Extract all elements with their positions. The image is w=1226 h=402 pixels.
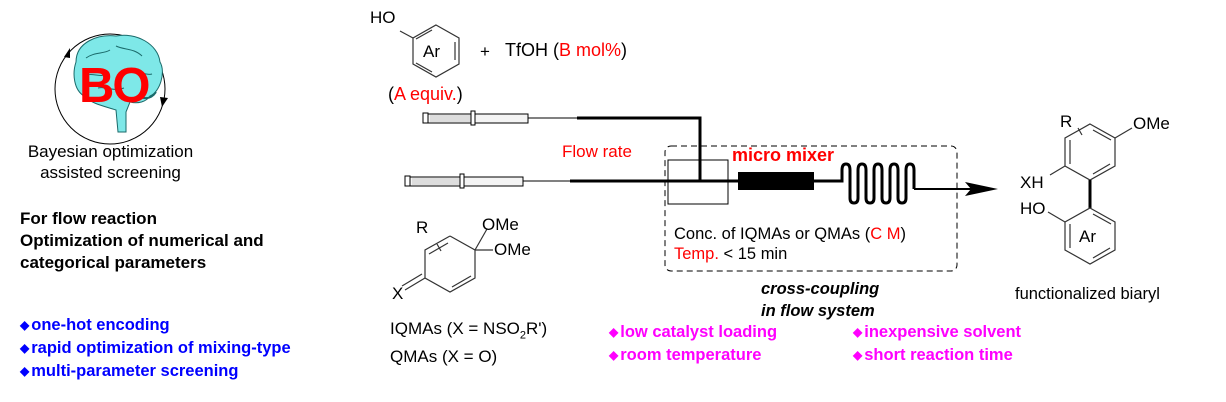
phenol-oh-label: HO bbox=[370, 8, 396, 27]
syringe-top bbox=[422, 110, 577, 126]
product-xh-label: XH bbox=[1020, 173, 1044, 192]
product-r-label: R bbox=[1060, 112, 1073, 131]
left-heading: For flow reaction Optimization of numeri… bbox=[20, 208, 264, 274]
advantage-item: ◆room temperature bbox=[609, 346, 762, 364]
temp-time-label: Temp. < 15 min bbox=[674, 245, 788, 263]
brain-cycle-icon bbox=[54, 33, 168, 145]
conc-label: Conc. of IQMAs or QMAs (C M) bbox=[674, 225, 906, 243]
substrate-x-label: X bbox=[392, 284, 404, 303]
t-junction bbox=[667, 159, 729, 205]
substrate-def-iqma: IQMAs (X = NSO2R') bbox=[390, 319, 548, 342]
plus-sign: + bbox=[480, 42, 490, 61]
bo-logo-label: BO bbox=[79, 59, 150, 113]
logo-caption-line: Bayesian optimization bbox=[27, 142, 194, 161]
advantage-item: ◆low catalyst loading bbox=[609, 323, 778, 341]
substrate-def-qma: QMAs (X = O) bbox=[390, 347, 498, 367]
bullet-diamond-icon: ◆ bbox=[853, 325, 863, 339]
advantages-left: ◆low catalyst loading ◆room temperature bbox=[609, 321, 777, 367]
logo-caption: Bayesian optimization assisted screening bbox=[18, 141, 203, 183]
heading-line: Optimization of numerical and bbox=[20, 231, 264, 250]
substrate-structure bbox=[401, 228, 493, 293]
bullet-diamond-icon: ◆ bbox=[20, 318, 30, 332]
coil-reactor bbox=[838, 162, 916, 205]
product-ho-label: HO bbox=[1020, 199, 1046, 218]
product-caption: functionalized biaryl bbox=[1015, 285, 1160, 303]
bullet-diamond-icon: ◆ bbox=[609, 325, 619, 339]
cycle-arrow-icon bbox=[64, 48, 70, 58]
acid-param: B mol% bbox=[559, 40, 622, 60]
substrate-r-label: R bbox=[416, 218, 429, 237]
feature-item: ◆rapid optimization of mixing-type bbox=[20, 339, 291, 357]
phenol-param: (A equiv.) bbox=[388, 84, 463, 104]
bullet-diamond-icon: ◆ bbox=[20, 341, 30, 355]
heading-line: For flow reaction bbox=[20, 209, 157, 228]
bullet-diamond-icon: ◆ bbox=[853, 348, 863, 362]
product-ome-label: OMe bbox=[1133, 114, 1170, 133]
phenol-ar-label: Ar bbox=[423, 42, 440, 61]
advantage-item: ◆short reaction time bbox=[853, 346, 1013, 364]
flow-rate-label: Flow rate bbox=[562, 142, 632, 161]
substrate-ome-label: OMe bbox=[482, 215, 519, 234]
bullet-diamond-icon: ◆ bbox=[20, 364, 30, 378]
product-ar-label: Ar bbox=[1079, 227, 1096, 246]
phenol-structure bbox=[399, 24, 460, 78]
feature-list: ◆one-hot encoding ◆rapid optimization of… bbox=[20, 314, 291, 383]
syringe-bottom bbox=[404, 173, 570, 189]
heading-line: categorical parameters bbox=[20, 253, 207, 272]
micro-mixer-label: micro mixer bbox=[732, 145, 835, 165]
flow-system-title: cross-coupling in flow system bbox=[761, 280, 880, 320]
cycle-arrow-icon bbox=[160, 97, 168, 107]
micro-mixer bbox=[738, 172, 814, 190]
bullet-diamond-icon: ◆ bbox=[609, 348, 619, 362]
logo-caption-line: assisted screening bbox=[40, 163, 181, 182]
conc-param: C M bbox=[870, 225, 901, 243]
substrate-definitions: IQMAs (X = NSO2R') QMAs (X = O) bbox=[390, 318, 547, 368]
substrate-ome-label: OMe bbox=[494, 240, 531, 259]
feature-item: ◆multi-parameter screening bbox=[20, 362, 239, 380]
product-structure bbox=[1047, 123, 1133, 265]
advantage-item: ◆inexpensive solvent bbox=[853, 323, 1022, 341]
acid-reagent: TfOH (B mol%) bbox=[505, 40, 628, 60]
advantages-right: ◆inexpensive solvent ◆short reaction tim… bbox=[853, 321, 1021, 367]
temp-param: Temp. bbox=[674, 245, 719, 263]
reaction-arrow-icon bbox=[965, 182, 998, 196]
feature-item: ◆one-hot encoding bbox=[20, 316, 170, 334]
flow-system-frame bbox=[664, 145, 958, 272]
